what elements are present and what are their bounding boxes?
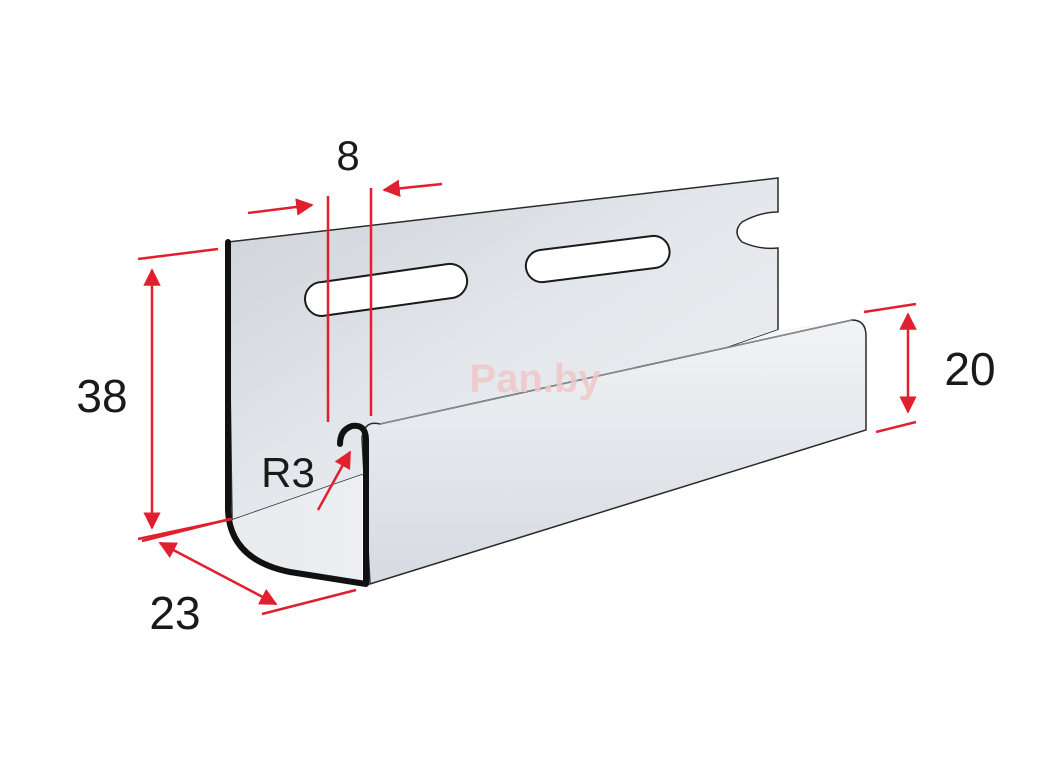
dim-38-ext-top xyxy=(137,247,219,261)
label-radius: R3 xyxy=(261,449,315,496)
dim-20-ext-top xyxy=(863,302,917,314)
label-height-total: 38 xyxy=(76,370,127,422)
dim-r3-pointer xyxy=(316,450,352,511)
dim-20-ext-bottom xyxy=(875,420,917,434)
profile-body xyxy=(225,177,867,587)
dimension-labels: 8 38 20 R3 23 xyxy=(76,132,995,639)
lip-top-edge xyxy=(379,319,853,425)
dim-8-arrow-left xyxy=(247,198,314,216)
dim-23-ext-left xyxy=(141,517,231,543)
nailing-slot-2 xyxy=(524,234,671,284)
dim-23-arrow xyxy=(158,541,278,606)
dim-8-arrow-right xyxy=(382,179,443,198)
dimension-lines xyxy=(137,179,917,616)
dim-23-ext-right xyxy=(261,588,357,616)
channel-inner xyxy=(232,320,852,584)
label-width-top: 8 xyxy=(336,132,359,179)
nailing-slot-1 xyxy=(304,262,469,318)
watermark: Pan.by xyxy=(469,357,601,401)
profile-section-outline xyxy=(225,239,369,587)
label-depth-bottom: 23 xyxy=(149,587,200,639)
label-height-front: 20 xyxy=(944,343,995,395)
